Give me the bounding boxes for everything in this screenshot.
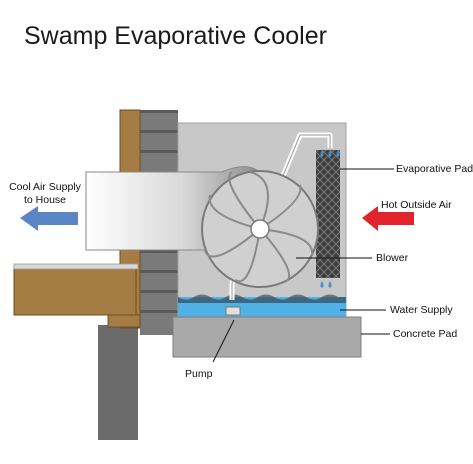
concrete-pad-label: Concrete Pad: [393, 328, 458, 340]
hot-outside-air-label: Hot Outside Air: [381, 199, 452, 211]
evaporative-pad: [316, 150, 340, 278]
diagram-title: Swamp Evaporative Cooler: [24, 22, 327, 50]
blower-fan: [201, 170, 319, 288]
floor-joist: [13, 267, 137, 316]
cool-air-label-line1: Cool Air Supply: [9, 181, 81, 193]
water-drops-bottom: [320, 281, 332, 288]
pump-label: Pump: [185, 368, 213, 380]
water-surface: [178, 294, 346, 303]
sill-plate: [107, 314, 141, 328]
foundation-wall: [98, 325, 138, 440]
hot-air-arrow: [362, 206, 414, 231]
pump-body: [225, 306, 241, 316]
wall-siding: [140, 110, 178, 313]
cool-air-label-line2: to House: [23, 194, 67, 206]
concrete-pad: [172, 316, 362, 358]
blower-label: Blower: [376, 252, 409, 264]
leader-lines: [212, 168, 394, 363]
cool-air-label: Cool Air Supply to House: [2, 181, 88, 207]
water-drops-top: [320, 150, 340, 157]
evaporative-pad-label: Evaporative Pad: [396, 163, 473, 175]
water-supply-label: Water Supply: [390, 304, 453, 316]
cool-air-arrow: [20, 206, 78, 231]
floor-board: [13, 263, 139, 270]
